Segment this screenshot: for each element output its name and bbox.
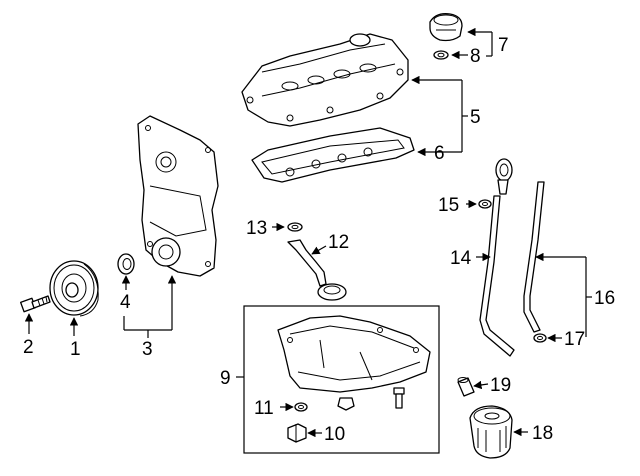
callout-labels: 1 2 3 4 5 6 7 8 9 10 11 12 13 14 15 16 1… — [23, 35, 615, 445]
dipstick-tube-seal-part — [478, 199, 492, 209]
callout-12: 12 — [328, 232, 349, 253]
oil-filter-part — [469, 405, 513, 459]
callout-10: 10 — [324, 424, 345, 445]
drain-plug-gasket-part — [294, 402, 308, 412]
callout-9: 9 — [220, 368, 231, 389]
callout-5: 5 — [470, 107, 481, 128]
callout-18: 18 — [532, 423, 553, 444]
callout-7: 7 — [498, 35, 509, 56]
oil-pan-group-box — [243, 305, 440, 454]
leader-lines — [24, 27, 592, 438]
callout-17: 17 — [564, 329, 585, 350]
dipstick-part — [523, 181, 545, 333]
pulley-bolt-part — [20, 295, 51, 313]
drain-plug-part — [287, 423, 307, 443]
callout-6: 6 — [434, 143, 445, 164]
oil-pan-stud-part — [337, 397, 355, 411]
timing-cover-part — [137, 115, 219, 277]
callout-13: 13 — [246, 218, 267, 239]
callout-1: 1 — [70, 339, 81, 360]
callout-4: 4 — [120, 292, 131, 313]
oil-pump-pickup-tube-part — [287, 239, 347, 301]
callout-2: 2 — [23, 337, 34, 358]
dipstick-handle-part — [495, 158, 513, 195]
crankshaft-pulley-part — [49, 260, 99, 317]
callout-8: 8 — [470, 46, 481, 67]
oil-filler-cap-part — [429, 13, 463, 42]
callout-16: 16 — [594, 288, 615, 309]
callout-11: 11 — [254, 398, 274, 419]
valve-cover-gasket-part — [251, 127, 415, 183]
callout-3: 3 — [142, 339, 153, 360]
dipstick-seal-part — [533, 333, 547, 343]
valve-cover-part — [241, 33, 409, 127]
callout-14: 14 — [450, 248, 472, 269]
cap-seal-part — [433, 50, 449, 60]
oil-filter-adapter-part — [457, 377, 475, 397]
callout-19: 19 — [490, 375, 511, 396]
oil-pan-part — [277, 315, 431, 393]
oil-pump-pickup-seal-part — [287, 222, 303, 232]
callout-15: 15 — [438, 195, 459, 216]
oil-pan-bolt-part — [393, 387, 405, 409]
front-crank-seal-part — [117, 253, 135, 275]
dipstick-tube-part — [479, 195, 515, 357]
